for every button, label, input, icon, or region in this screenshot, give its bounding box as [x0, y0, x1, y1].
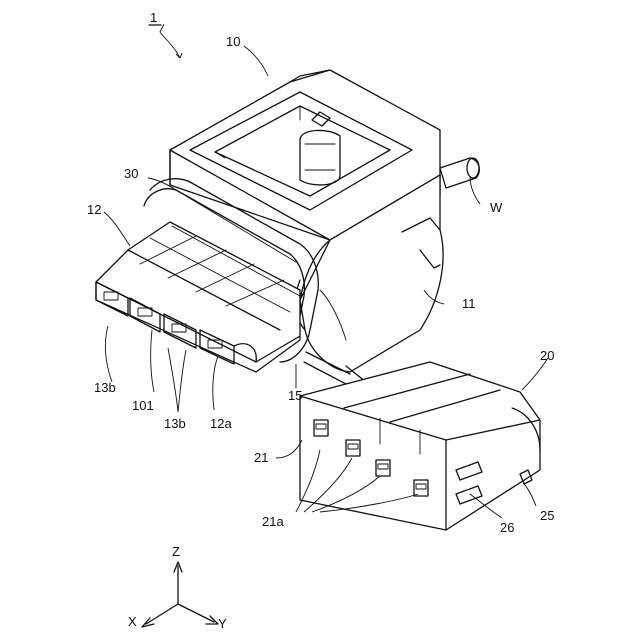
label-slot-13b-right: 13b: [164, 416, 186, 431]
label-slot-13b-left: 13b: [94, 380, 116, 395]
label-wire: W: [490, 200, 503, 215]
label-retainer: 20: [540, 348, 554, 363]
label-housing-top: 10: [226, 34, 240, 49]
terminal-block: [96, 222, 300, 372]
retainer-part: [300, 362, 540, 530]
coordinate-axes: Z X Y: [128, 544, 227, 631]
axis-label-x: X: [128, 614, 137, 629]
label-retainer-face: 21: [254, 450, 268, 465]
label-terminal-front: 12a: [210, 416, 232, 431]
label-seal: 30: [124, 166, 138, 181]
label-lock-25: 25: [540, 508, 554, 523]
label-lock-26: 26: [500, 520, 514, 535]
axis-label-y: Y: [218, 616, 227, 631]
axis-label-z: Z: [172, 544, 180, 559]
label-assembly: 1: [150, 10, 157, 25]
label-terminal-block: 12: [87, 202, 101, 217]
label-arrow-15: 15: [288, 388, 302, 403]
label-housing-body: 11: [462, 296, 476, 311]
label-feature-101: 101: [132, 398, 154, 413]
wire-stub: [440, 158, 479, 188]
label-retainer-holes: 21a: [262, 514, 284, 529]
